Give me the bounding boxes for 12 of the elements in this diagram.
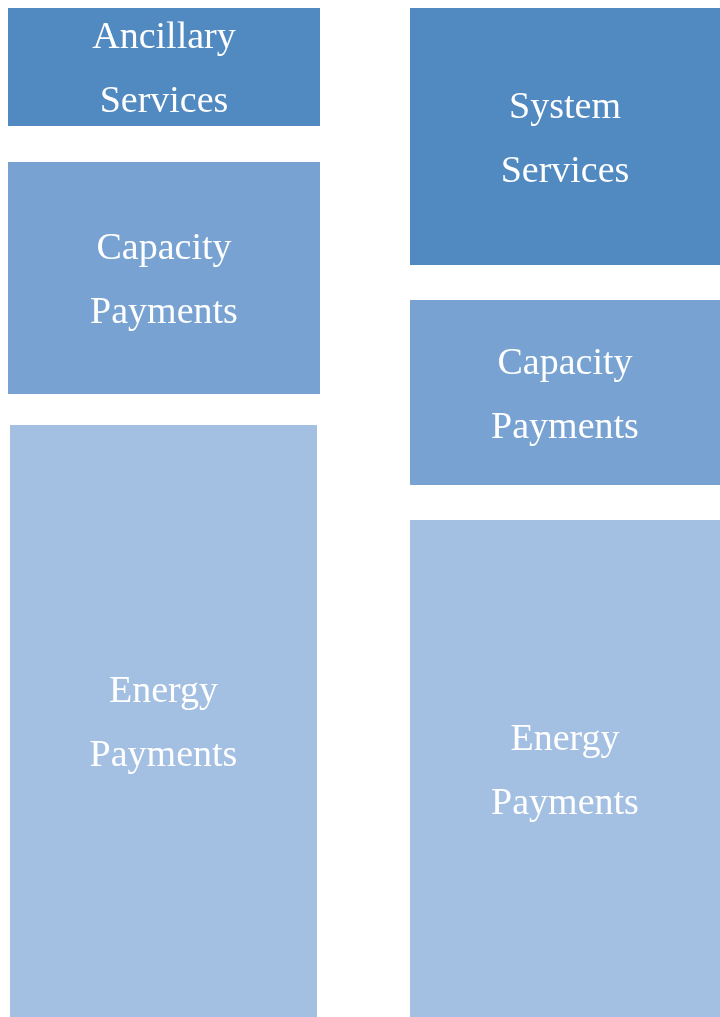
stack-block: [8, 8, 320, 126]
block-label: Energy Payments: [88, 667, 239, 776]
block-label: Capacity Payments: [89, 224, 239, 333]
stack-block: [410, 8, 720, 265]
stack-block: [10, 425, 317, 1017]
block-label: Energy Payments: [490, 714, 640, 824]
block-label: Capacity Payments: [490, 338, 640, 448]
block-label: System Services: [499, 82, 631, 192]
stack-block: [8, 162, 320, 394]
block-label: Ancillary Services: [91, 13, 237, 122]
stack-block: [410, 300, 720, 485]
stack-block: [410, 520, 720, 1017]
